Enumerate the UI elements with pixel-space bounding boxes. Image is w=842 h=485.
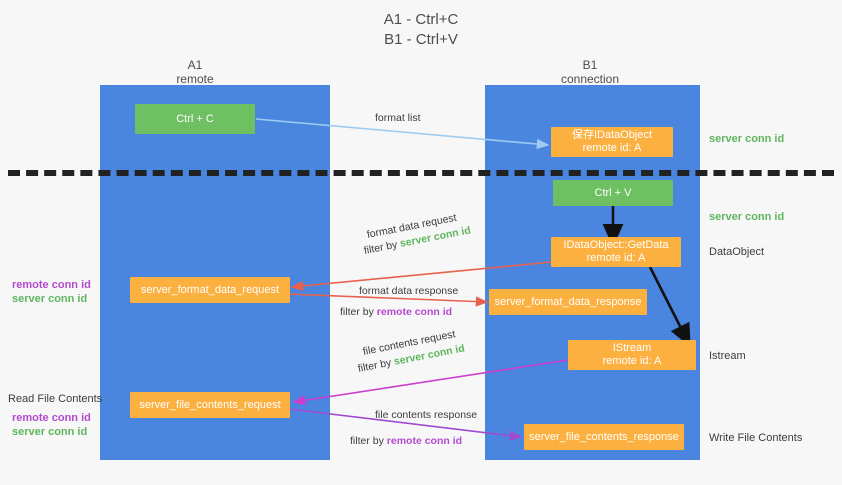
node-save-idataobject-label: 保存IDataObject: [571, 129, 653, 141]
node-server-format-data-request-label: server_format_data_request: [140, 283, 280, 296]
right-label-server-conn-id-mid-text: server conn id: [709, 211, 785, 223]
left-label-read-file-contents: Read File Contents: [8, 392, 102, 406]
left-label-conn-ids-1: remote conn id server conn id: [12, 278, 91, 306]
node-ctrl-v-label: Ctrl + V: [594, 186, 632, 199]
edge-label-format-data-response-text: format data response: [359, 285, 459, 297]
right-label-istream: Istream: [709, 349, 746, 363]
edge-label-format-data-response-filter: filter by remote conn id: [340, 305, 452, 319]
left-label-server-conn-id-2: server conn id: [12, 426, 88, 438]
node-save-idataobject-sub: remote id: A: [582, 142, 642, 154]
node-server-file-contents-request[interactable]: server_file_contents_request: [130, 392, 290, 418]
node-idataobject-getdata-sub: remote id: A: [586, 252, 646, 264]
left-label-read-file-contents-text: Read File Contents: [8, 393, 103, 405]
column-header-a1: A1 remote: [135, 58, 255, 86]
right-label-server-conn-id-mid: server conn id: [709, 210, 784, 224]
node-istream-sub: remote id: A: [602, 355, 662, 367]
left-label-remote-conn-id-1: remote conn id: [12, 279, 91, 291]
node-save-idataobject[interactable]: 保存IDataObject remote id: A: [551, 127, 673, 157]
filter-prefix: filter by: [356, 356, 396, 375]
node-ctrl-c[interactable]: Ctrl + C: [135, 104, 255, 134]
right-label-dataobject: DataObject: [709, 245, 764, 259]
edge-label-file-contents-response: file contents response: [375, 408, 477, 422]
node-server-format-data-response[interactable]: server_format_data_response: [489, 289, 647, 315]
right-label-server-conn-id-top-text: server conn id: [709, 133, 785, 145]
page-title: A1 - Ctrl+C B1 - Ctrl+V: [0, 10, 842, 50]
edge-label-file-contents-response-text: file contents response: [375, 409, 478, 421]
filter-value-remote-conn-id: remote conn id: [376, 306, 453, 318]
right-label-write-file-contents: Write File Contents: [709, 431, 802, 445]
left-label-conn-ids-2: remote conn id server conn id: [12, 411, 91, 439]
node-istream[interactable]: IStream remote id: A: [568, 340, 696, 370]
edge-label-format-list: format list: [375, 111, 421, 125]
left-label-server-conn-id-1: server conn id: [12, 293, 88, 305]
edge-label-file-contents-response-filter: filter by remote conn id: [350, 434, 462, 448]
column-b1-sub: connection: [560, 72, 620, 86]
left-label-remote-conn-id-2: remote conn id: [12, 412, 91, 424]
node-istream-label: IStream: [612, 342, 652, 354]
node-idataobject-getdata[interactable]: IDataObject::GetData remote id: A: [551, 237, 681, 267]
separator-dashed-line: [8, 170, 834, 176]
node-server-format-data-response-label: server_format_data_response: [494, 295, 642, 308]
filter-prefix: filter by: [350, 435, 387, 447]
node-idataobject-getdata-label: IDataObject::GetData: [563, 239, 669, 251]
edge-label-format-list-text: format list: [375, 112, 421, 124]
node-server-file-contents-request-label: server_file_contents_request: [139, 398, 281, 411]
node-ctrl-v[interactable]: Ctrl + V: [553, 180, 673, 206]
edge-label-format-data-response: format data response: [359, 284, 458, 298]
right-label-dataobject-text: DataObject: [709, 246, 765, 258]
column-a1-name: A1: [187, 58, 203, 72]
node-server-format-data-request[interactable]: server_format_data_request: [130, 277, 290, 303]
column-header-b1: B1 connection: [530, 58, 650, 86]
right-label-server-conn-id-top: server conn id: [709, 132, 784, 146]
title-line-1: A1 - Ctrl+C: [383, 11, 459, 28]
node-server-file-contents-response[interactable]: server_file_contents_response: [524, 424, 684, 450]
column-a1-sub: remote: [176, 72, 214, 86]
filter-value-remote-conn-id: remote conn id: [386, 435, 463, 447]
filter-prefix: filter by: [340, 306, 377, 318]
right-label-write-file-contents-text: Write File Contents: [709, 432, 803, 444]
column-b1-name: B1: [582, 58, 598, 72]
node-server-file-contents-response-label: server_file_contents_response: [529, 430, 679, 443]
node-ctrl-c-label: Ctrl + C: [176, 112, 214, 125]
title-line-2: B1 - Ctrl+V: [384, 31, 458, 48]
right-label-istream-text: Istream: [709, 350, 746, 362]
